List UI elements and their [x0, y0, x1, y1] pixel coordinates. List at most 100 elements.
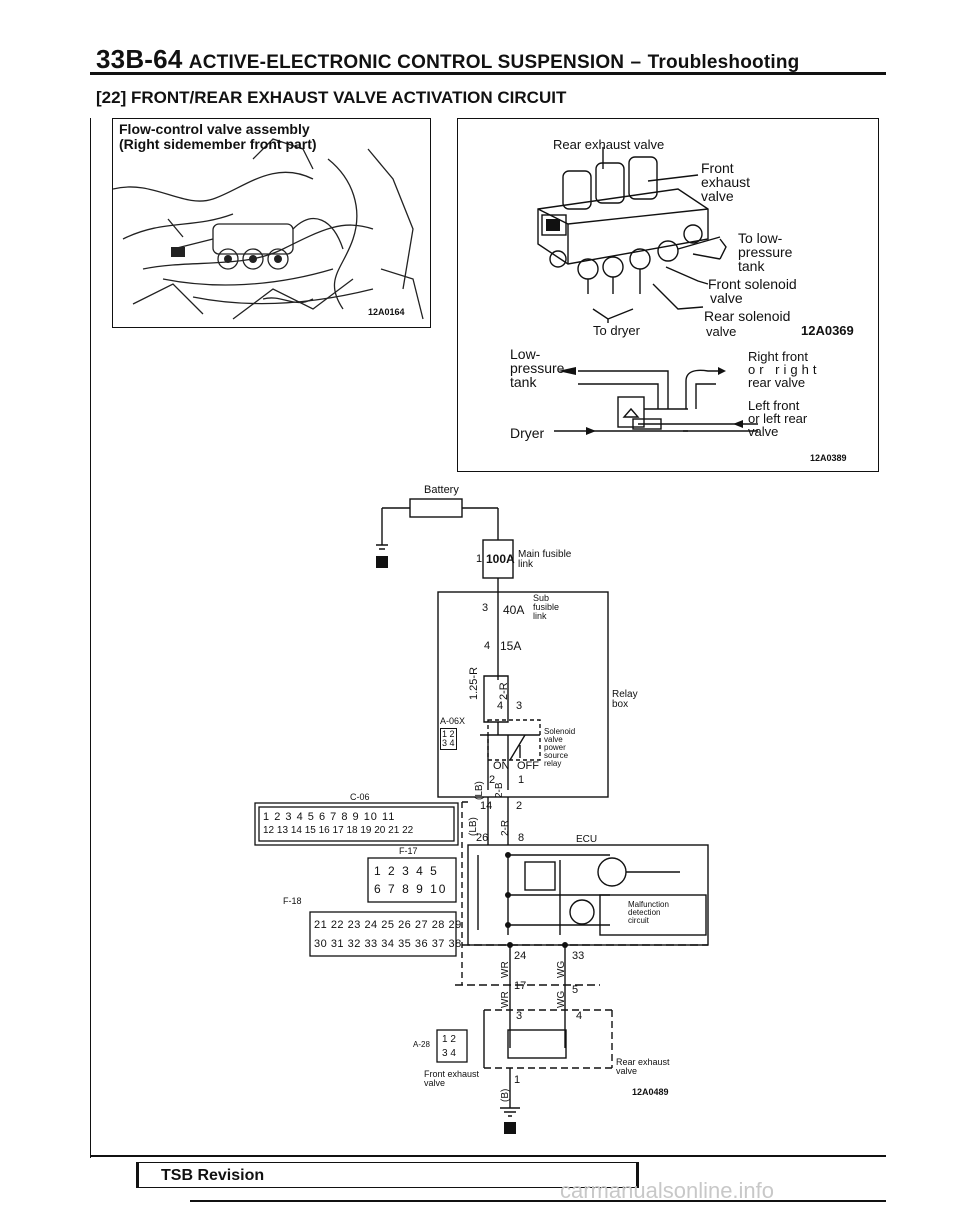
a06x-pin2: 2	[449, 729, 455, 739]
wire-b: (B)	[500, 1088, 511, 1102]
rear-exhaust-circuit-line2: valve	[616, 1066, 638, 1076]
battery-label: Battery	[424, 484, 459, 496]
connector-a28: 1 2 3 4	[442, 1033, 456, 1061]
sub-fusible-link-label: Sub fusible link	[533, 594, 559, 621]
to-dryer-label: To dryer	[593, 323, 640, 338]
to-low-pressure-line3: tank	[738, 258, 765, 274]
valve-assembly-figure: Rear exhaust valve Front exhaust valve T…	[457, 118, 879, 472]
relay-pin4: 4	[497, 700, 504, 712]
f17-row2: 6 7 8 9 10	[374, 880, 447, 898]
junction-pin5: 5	[572, 984, 579, 996]
relay-pin3: 3	[516, 700, 523, 712]
connector-pin: 17	[332, 825, 344, 836]
flow-control-figure: Flow-control valve assembly (Right sidem…	[112, 118, 431, 328]
malfunction-circuit-label: Malfunction detection circuit	[628, 901, 669, 925]
c06-row2: 12 13 14 15 16 17 18 19 20 21 22	[263, 824, 413, 838]
connector-pin: 27	[414, 919, 429, 931]
sub-fusible-line2: fusible	[533, 602, 560, 612]
connector-c06-label: C-06	[350, 792, 370, 802]
left-front-line3: valve	[748, 424, 779, 439]
solenoid-relay-line4: source	[544, 751, 569, 760]
fuse1-no: 1	[476, 553, 483, 565]
solenoid-relay-line2: valve	[544, 735, 563, 744]
relay-box-line1: Relay	[612, 689, 638, 700]
connector-pin: 4	[416, 864, 425, 878]
connector-pin: 6	[318, 811, 327, 823]
valve-pin3: 3	[516, 1010, 523, 1022]
connector-pin: 15	[304, 825, 316, 836]
right-front-line1: Right front	[748, 349, 808, 364]
front-exhaust-valve-line2: exhaust	[701, 174, 751, 190]
page-code: 33B-64	[96, 44, 183, 74]
connector-pin: 7	[330, 811, 338, 823]
f18-row2: 30 31 32 33 34 35 36 37 38	[314, 935, 462, 954]
wire-lb-upper: (LB)	[474, 781, 485, 800]
connector-pin: 24	[364, 919, 378, 931]
flow-control-illustration	[112, 138, 424, 320]
connector-pin: 9	[352, 811, 360, 823]
left-front-valve-label: Left front or left rear valve	[748, 399, 807, 438]
malfunction-line1: Malfunction	[628, 900, 669, 909]
connector-pin: 21	[314, 919, 328, 931]
valve-pin4: 4	[576, 1010, 583, 1022]
to-low-pressure-line2: pressure	[738, 244, 793, 260]
connector-pin: 2	[450, 1034, 456, 1045]
relay-pin2: 2	[489, 774, 496, 786]
rear-exhaust-circuit-line1: Rear exhaust	[616, 1057, 670, 1067]
f18-row1: 21 22 23 24 25 26 27 28 29	[314, 916, 462, 935]
ecu-label: ECU	[576, 834, 598, 845]
wire-2b: 2-B	[494, 782, 505, 798]
front-exhaust-valve-line3: valve	[701, 188, 734, 204]
valve-assembly-drawing	[537, 147, 758, 435]
to-low-pressure-line1: To low-	[738, 230, 783, 246]
ecu-pin2: 2	[516, 800, 523, 812]
header-rule	[90, 72, 886, 75]
connector-pin: 6	[374, 882, 383, 896]
fuse3-no: 3	[482, 602, 489, 614]
connector-pin: 19	[360, 825, 372, 836]
connector-f17: 1 2 3 4 5 6 7 8 9 10	[374, 862, 447, 898]
connector-pin: 3	[442, 1048, 448, 1059]
right-front-valve-label: Right front or right rear valve	[748, 350, 820, 389]
wire-2r: 2-R	[498, 682, 510, 700]
connector-pin: 38	[448, 938, 462, 950]
watermark: carmanualsonline.info	[560, 1178, 775, 1203]
relay-off-label: OFF	[517, 760, 539, 772]
connector-pin: 2	[274, 811, 282, 823]
front-solenoid-line1: Front solenoid	[708, 276, 797, 292]
connector-pin: 3	[285, 811, 293, 823]
connector-pin: 12	[263, 825, 275, 836]
connector-pin: 16	[318, 825, 330, 836]
connector-pin: 5	[307, 811, 315, 823]
low-pressure-tank-label: Low- pressure tank	[510, 347, 564, 389]
connector-pin: 30	[314, 938, 328, 950]
connector-pin: 4	[296, 811, 304, 823]
a06x-pin4: 4	[449, 738, 455, 748]
left-front-line2: or left rear	[748, 411, 808, 426]
low-pressure-line2: pressure	[510, 360, 565, 376]
low-pressure-line3: tank	[510, 374, 537, 390]
figure1-title: Flow-control valve assembly (Right sidem…	[119, 122, 317, 152]
connector-pin: 10	[363, 811, 378, 823]
rear-solenoid-valve-word: valve	[706, 324, 737, 339]
front-solenoid-line2: valve	[710, 290, 743, 306]
f17-row1: 1 2 3 4 5	[374, 862, 447, 880]
connector-pin: 20	[374, 825, 386, 836]
rear-exhaust-valve-label: Rear exhaust valve	[553, 137, 665, 152]
connector-pin: 9	[416, 882, 425, 896]
connector-pin: 32	[347, 938, 361, 950]
front-solenoid-valve-label: Front solenoid valve	[708, 277, 797, 305]
ecu-pin24: 24	[514, 950, 527, 962]
connector-pin: 23	[347, 919, 361, 931]
solenoid-relay-line1: Solenoid	[544, 727, 576, 736]
solenoid-relay-line5: relay	[544, 759, 562, 768]
fuse4-no: 4	[484, 640, 491, 652]
ecu-pin8: 8	[518, 832, 525, 844]
connector-f18-label: F-18	[283, 896, 302, 906]
connector-pin: 14	[290, 825, 302, 836]
low-pressure-line1: Low-	[510, 346, 541, 362]
wire-wg-lower: WG	[556, 990, 567, 1008]
front-exhaust-circuit-line1: Front exhaust	[424, 1069, 480, 1079]
connector-f17-label: F-17	[399, 846, 418, 856]
rear-solenoid-label: Rear solenoid	[704, 308, 791, 324]
